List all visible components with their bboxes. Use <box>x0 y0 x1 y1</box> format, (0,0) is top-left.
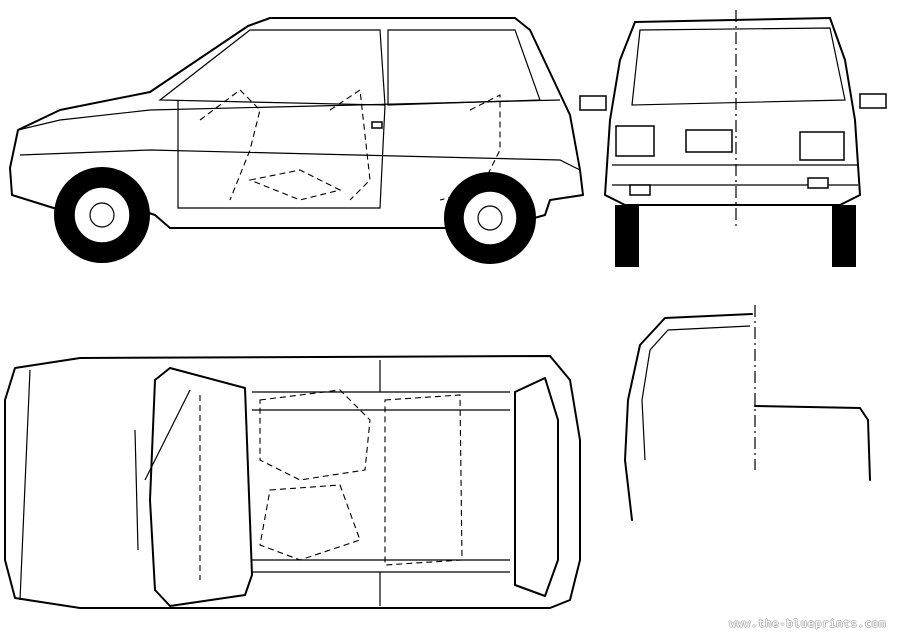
watermark: www.the-blueprints.com <box>729 617 886 630</box>
front-rear-view <box>579 10 887 267</box>
cross-section-view <box>624 305 871 521</box>
top-view <box>4 355 581 609</box>
side-view <box>9 17 584 264</box>
